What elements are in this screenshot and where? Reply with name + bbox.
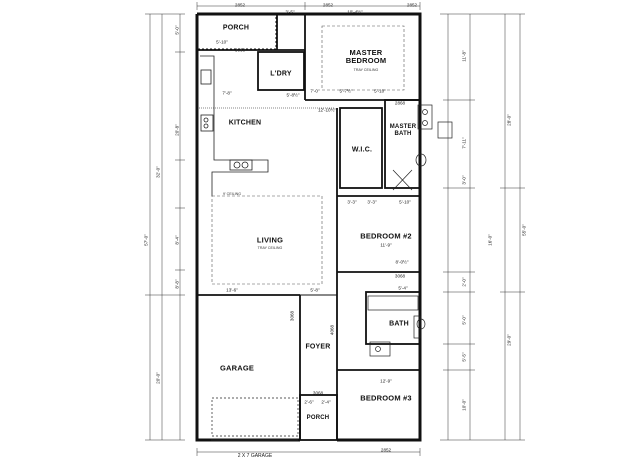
dim-foyer-4068: 4068 bbox=[329, 324, 335, 336]
dimension-lines bbox=[145, 2, 525, 456]
note-tray-ceiling-living: TRAY CEILING bbox=[257, 245, 283, 250]
dim-top-3-5: 3'-5" bbox=[285, 9, 295, 15]
dim-bottom-2852: 2852 bbox=[380, 447, 392, 453]
dim-living-13-6: 13'-6" bbox=[226, 287, 238, 293]
dim-living-5-8: 5'-8" bbox=[310, 287, 320, 293]
dim-left-20-0: 20'-0" bbox=[155, 372, 161, 384]
kitchen-counters bbox=[200, 55, 269, 196]
dim-porch-width: 5'-10" bbox=[216, 39, 228, 45]
room-label-living: LIVING bbox=[256, 235, 284, 245]
room-label-master-bath: MASTER BATH bbox=[389, 124, 417, 137]
dim-hall-12: 12'-10½" bbox=[317, 107, 337, 113]
dim-master-5-7: 5'-7½" bbox=[339, 88, 353, 94]
dim-porch-2-6: 2'-6" bbox=[304, 399, 314, 405]
room-label-foyer: FOYER bbox=[305, 343, 331, 351]
interior-walls bbox=[197, 15, 421, 441]
dim-right-28: 28'-0" bbox=[506, 114, 512, 126]
dim-left-total: 57'-0" bbox=[143, 234, 149, 246]
dim-bath-5-4: 5'-4" bbox=[398, 285, 408, 291]
dim-l-dry-width: 5'-8½" bbox=[286, 92, 300, 98]
room-label-bedroom-3: BEDROOM #3 bbox=[360, 393, 412, 403]
outer-walls bbox=[195, 12, 422, 442]
dim-top-middle: 2852 bbox=[322, 2, 334, 8]
bath-fixtures bbox=[367, 295, 426, 357]
tray-ceiling-lines bbox=[211, 25, 405, 285]
dim-porch-2-4: 2'-4" bbox=[321, 399, 331, 405]
dim-dry-width: 3068 bbox=[234, 47, 246, 53]
note-garage-bottom: 2 X 7 GARAGE bbox=[237, 453, 273, 459]
dim-bed2-5-10: 5'-10" bbox=[399, 199, 411, 205]
note-tray-ceiling-master: TRAY CEILING bbox=[353, 67, 379, 72]
dim-right-total: 55'-0" bbox=[521, 224, 527, 236]
room-label-laundry: L'DRY bbox=[270, 70, 292, 78]
dim-left-8-8: 8'-8" bbox=[174, 279, 180, 289]
dim-bed3-8: 8'-0½" bbox=[395, 259, 409, 265]
dim-right-29: 29'-0" bbox=[506, 334, 512, 346]
note-ceiling-living: 9' CEILING bbox=[222, 191, 242, 196]
dim-kitchen-width: 7'-8" bbox=[222, 90, 232, 96]
dim-garage-3068-vertical: 3068 bbox=[289, 310, 295, 322]
dim-right-16: 16'-0" bbox=[487, 234, 493, 246]
room-label-porch-top: PORCH bbox=[222, 24, 250, 32]
dim-top-right: 2852 bbox=[406, 2, 418, 8]
dim-top-left: 2852 bbox=[234, 2, 246, 8]
master-bath-fixtures bbox=[392, 104, 453, 191]
dim-right-3-0: 3'-0" bbox=[461, 175, 467, 185]
room-label-kitchen: KITCHEN bbox=[228, 119, 262, 127]
room-label-bath: BATH bbox=[389, 320, 409, 328]
dim-right-10-0: 10'-0" bbox=[461, 399, 467, 411]
dim-right-11-8: 11'-8" bbox=[461, 50, 467, 62]
dim-left-5-0: 5'-0" bbox=[174, 25, 180, 35]
dim-bed3-12-9: 12'-9" bbox=[380, 378, 392, 384]
dim-bath-2868: 2868 bbox=[394, 100, 406, 106]
room-label-master-bedroom: MASTER BEDROOM bbox=[345, 48, 387, 65]
dim-right-2-0: 2'-0" bbox=[461, 277, 467, 287]
garage-door bbox=[211, 397, 299, 441]
dim-right-5-5: 5'-5" bbox=[461, 352, 467, 362]
dim-left-8-4: 8'-4" bbox=[174, 235, 180, 245]
dim-wic-3: 3'-3" bbox=[347, 199, 357, 205]
room-label-porch-bottom: PORCH bbox=[306, 415, 330, 421]
room-label-bedroom-2: BEDROOM #2 bbox=[360, 231, 412, 241]
room-label-wic: W.I.C. bbox=[351, 146, 373, 154]
top-porch-area bbox=[197, 14, 277, 50]
dim-bed2-11-9: 11'-9" bbox=[380, 242, 392, 248]
dim-garage-3068: 3068 bbox=[312, 390, 324, 396]
dim-master-7: 7'-0" bbox=[310, 88, 320, 94]
dim-bath-3068: 3068 bbox=[394, 273, 406, 279]
dim-top-master: 10'-4½" bbox=[347, 9, 363, 15]
dim-left-32: 32'-0" bbox=[155, 166, 161, 178]
dim-bed2-3: 3'-3" bbox=[367, 199, 377, 205]
dim-left-20-8: 20'-8" bbox=[174, 124, 180, 136]
room-label-garage: GARAGE bbox=[219, 363, 255, 373]
dim-right-5-0: 5'-0" bbox=[461, 315, 467, 325]
dim-master-5-10: 5'-10" bbox=[374, 88, 386, 94]
dim-right-7-11: 7'-11" bbox=[461, 137, 467, 149]
